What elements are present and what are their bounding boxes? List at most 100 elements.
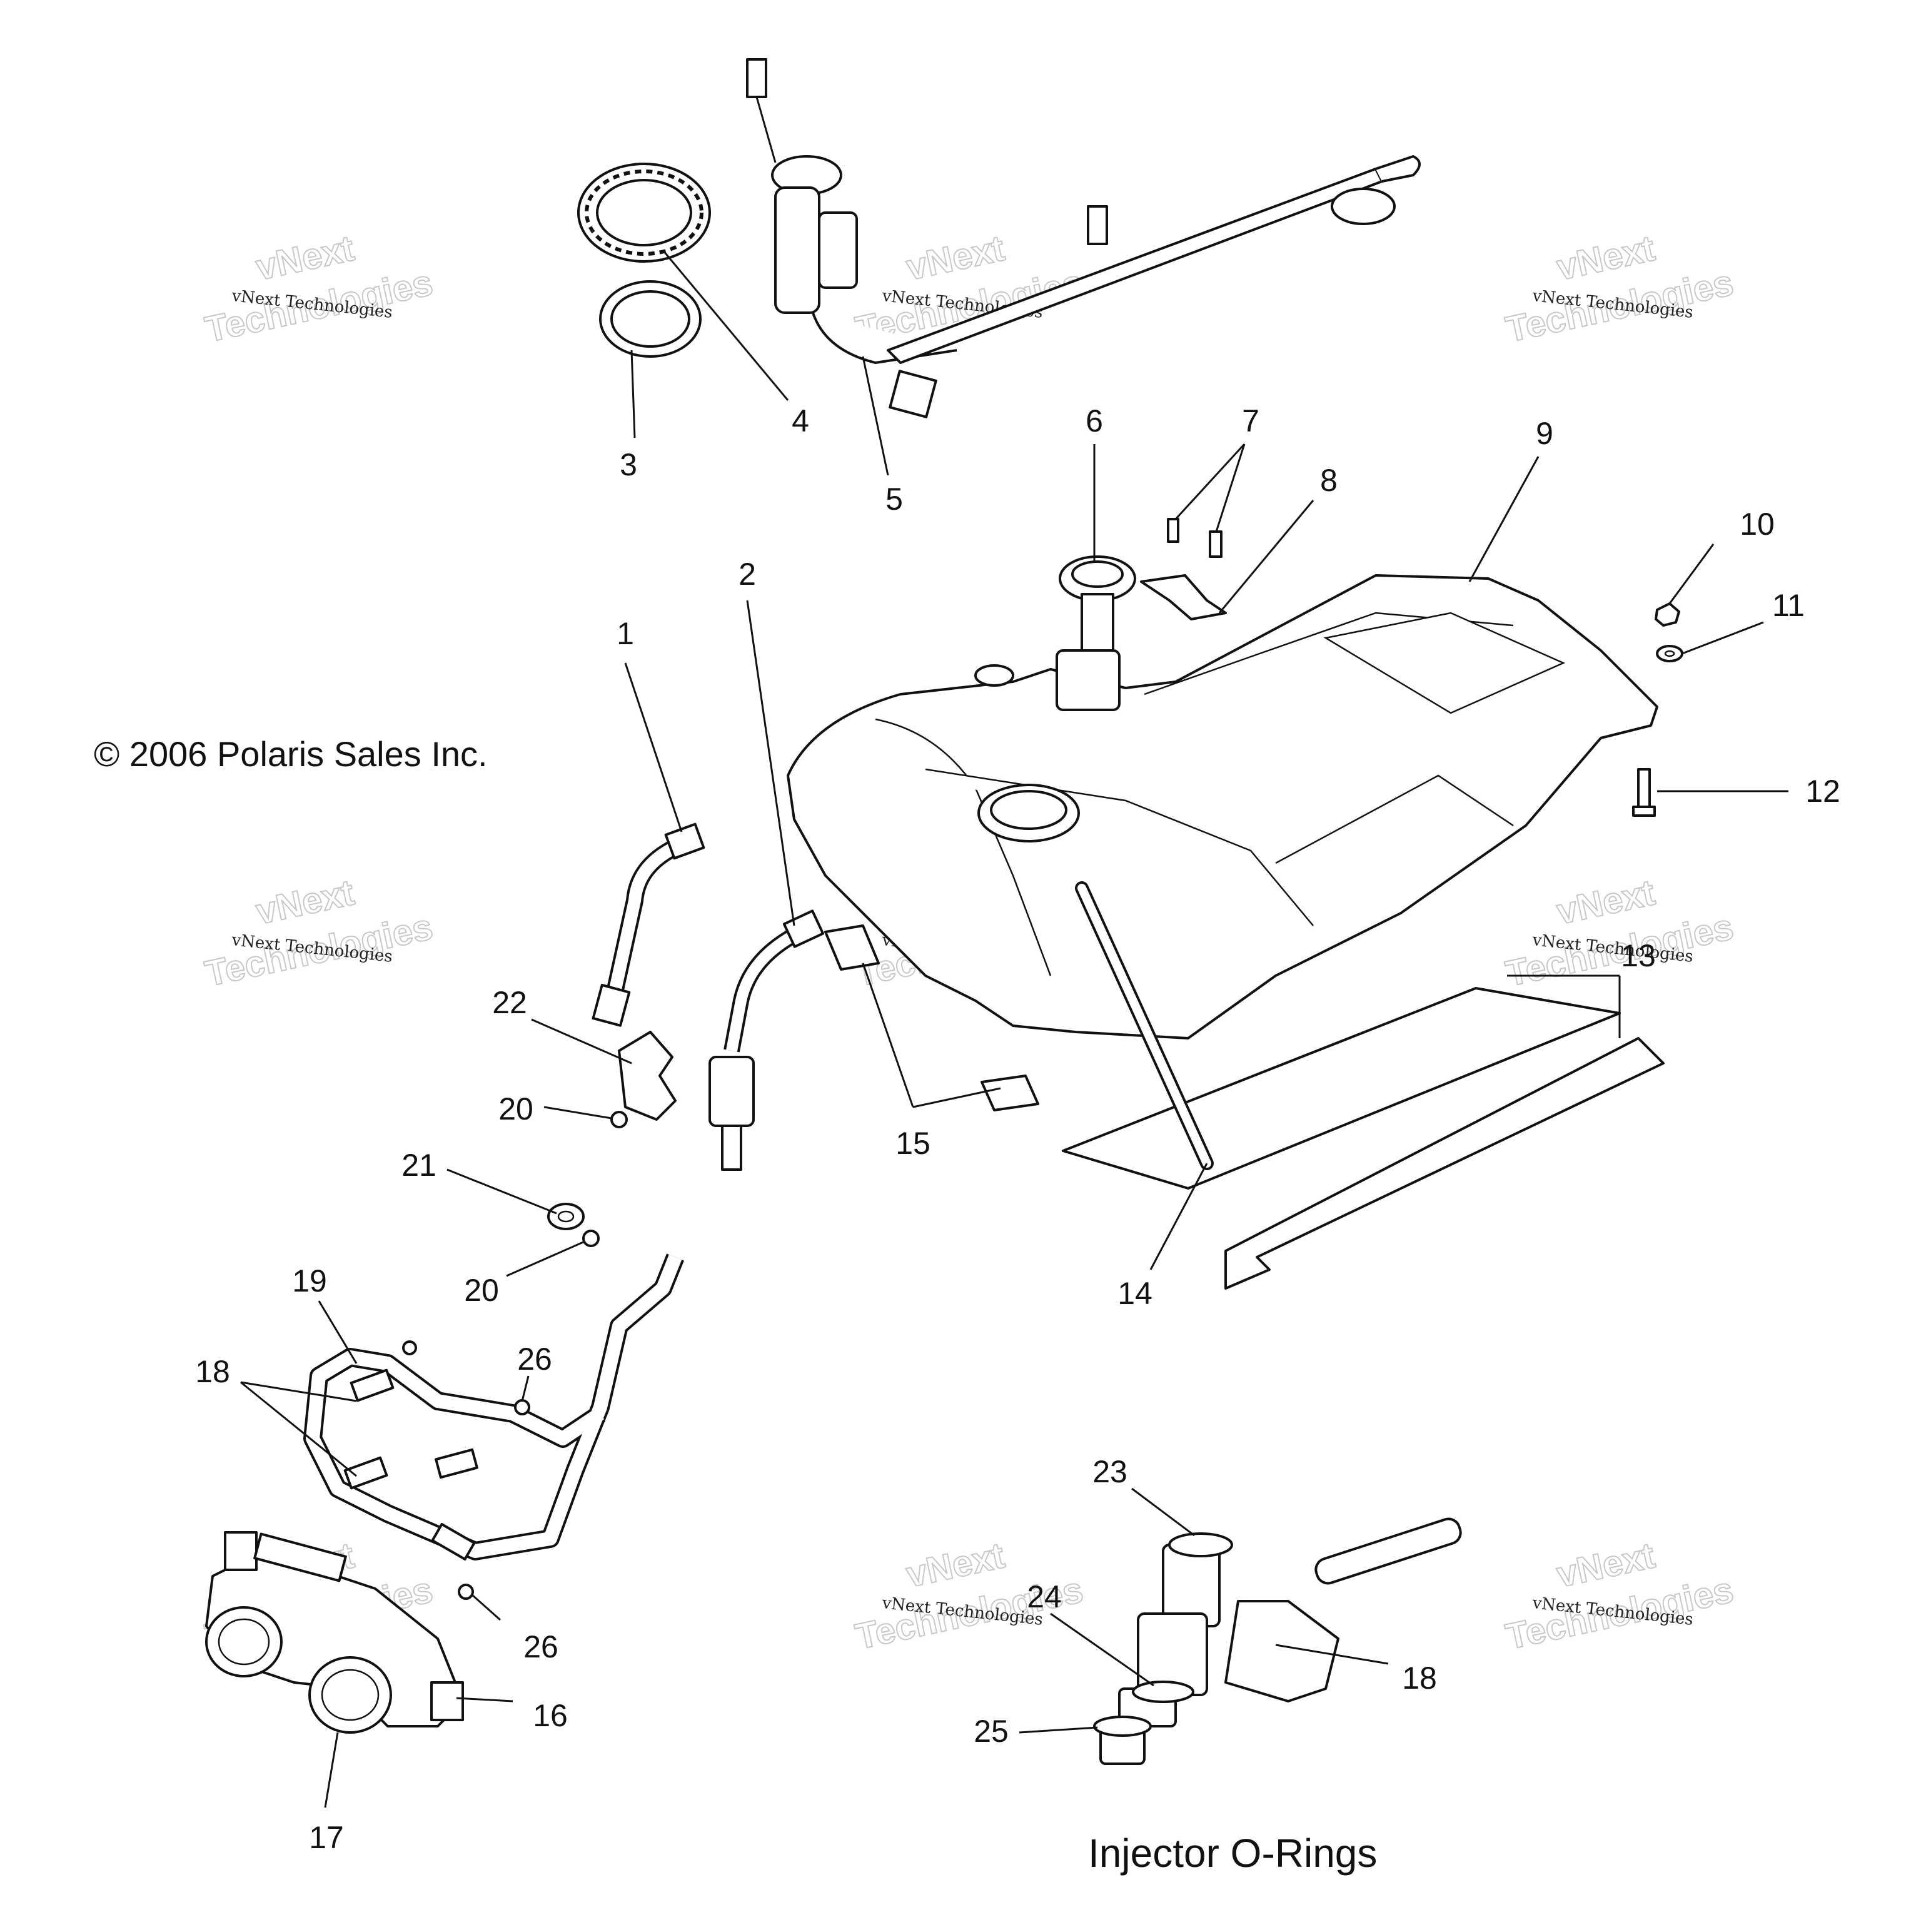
foam-blocks-15 — [824, 924, 1039, 1111]
callout-25: 25 — [974, 1714, 1009, 1749]
leader-18b — [240, 1381, 357, 1477]
leader-20b — [506, 1240, 585, 1277]
leader-9 — [1468, 456, 1540, 582]
leader-7b — [1215, 443, 1246, 532]
leader-24 — [1050, 1612, 1154, 1687]
callout-18-detail: 18 — [1402, 1661, 1437, 1696]
leader-17 — [324, 1732, 339, 1808]
callout-15: 15 — [895, 1126, 930, 1161]
watermark-9: vNext Technologies vNext Technologies — [1502, 1534, 1738, 1657]
leader-16 — [456, 1697, 513, 1702]
callout-8: 8 — [1320, 463, 1338, 498]
injector-detail — [1099, 1517, 1462, 1765]
callout-18-rail: 18 — [195, 1354, 230, 1389]
leader-4 — [662, 250, 789, 401]
leader-14 — [1149, 1163, 1208, 1270]
nut-10 — [1655, 602, 1680, 627]
bracket-22 — [618, 1031, 677, 1121]
o-ring-25 — [1093, 1716, 1152, 1737]
copyright-notice: © 2006 Polaris Sales Inc. — [94, 734, 488, 774]
leader-15a — [862, 963, 914, 1108]
leader-18c — [1275, 1644, 1389, 1665]
leader-11 — [1682, 621, 1764, 655]
leader-2 — [746, 600, 795, 926]
screws-20 — [582, 1111, 628, 1247]
svg-text:vNext: vNext — [1553, 872, 1658, 932]
fuel-rail-hose-19 — [303, 1253, 684, 1560]
svg-text:vNext: vNext — [1553, 1535, 1658, 1595]
leader-5 — [862, 356, 889, 476]
leader-21 — [446, 1168, 557, 1215]
callout-2: 2 — [739, 557, 756, 592]
fuel-cap-6 — [1059, 555, 1136, 658]
callout-17: 17 — [309, 1820, 344, 1855]
leader-19 — [318, 1300, 358, 1364]
fuel-line-1 — [592, 822, 705, 1027]
leader-10 — [1668, 544, 1715, 604]
callout-1: 1 — [617, 616, 634, 651]
detail-caption: Injector O-Rings — [1088, 1831, 1377, 1876]
callout-12: 12 — [1805, 774, 1840, 809]
callout-24: 24 — [1027, 1579, 1062, 1614]
fuel-filter-line-2 — [708, 909, 825, 1171]
leader-15b — [912, 1087, 1001, 1108]
leader-26b — [471, 1594, 501, 1621]
leader-lines — [240, 250, 1788, 1808]
svg-text:vNext: vNext — [253, 872, 358, 932]
watermark-3: vNext Technologies vNext Technologies — [1502, 227, 1738, 350]
leader-3 — [630, 350, 636, 438]
callout-9: 9 — [1536, 416, 1553, 451]
fuel-injectors-18 — [343, 1368, 478, 1560]
o-ring-24 — [1132, 1681, 1194, 1703]
vent-hose-14 — [1075, 881, 1214, 1170]
pump-gasket-3 — [599, 280, 702, 358]
callout-23: 23 — [1092, 1454, 1127, 1489]
bolt-12 — [1632, 768, 1656, 817]
callout-13: 13 — [1621, 938, 1656, 973]
callout-26-lower: 26 — [523, 1629, 558, 1664]
throttle-bore-17 — [205, 1606, 392, 1734]
washer-11 — [1656, 645, 1683, 662]
callout-16: 16 — [533, 1698, 568, 1733]
callout-10: 10 — [1740, 507, 1775, 542]
watermark-4: vNext Technologies vNext Technologies — [201, 871, 437, 994]
callout-11: 11 — [1772, 588, 1805, 623]
svg-text:vNext: vNext — [903, 1535, 1008, 1595]
callout-20-upper: 20 — [498, 1091, 533, 1126]
svg-text:vNext: vNext — [253, 228, 358, 288]
svg-text:vNext: vNext — [1553, 228, 1658, 288]
callout-7: 7 — [1242, 403, 1259, 438]
callout-22: 22 — [492, 985, 527, 1020]
leader-26a — [521, 1375, 530, 1402]
callout-4: 4 — [792, 403, 809, 438]
svg-text:vNext: vNext — [903, 228, 1008, 288]
watermark-1: vNext Technologies vNext Technologies — [201, 227, 437, 350]
callout-26-upper: 26 — [517, 1342, 552, 1377]
bracket-8 — [1140, 574, 1227, 620]
callout-21: 21 — [401, 1148, 436, 1183]
callout-3: 3 — [620, 447, 637, 482]
o-ring-23 — [1168, 1532, 1233, 1557]
leader-8 — [1218, 500, 1314, 614]
callout-6: 6 — [1086, 403, 1103, 438]
leader-7a — [1174, 443, 1246, 520]
screws-7 — [1167, 518, 1223, 558]
leader-22 — [531, 1018, 632, 1065]
lock-ring-4 — [577, 163, 711, 263]
leader-18a — [240, 1381, 357, 1402]
callout-20-lower: 20 — [464, 1273, 499, 1308]
leader-23 — [1131, 1487, 1195, 1537]
callout-labels: 1 2 3 4 5 6 7 8 9 10 11 12 13 14 15 16 1… — [195, 403, 1840, 1855]
screws-26 — [402, 1340, 530, 1600]
callout-19: 19 — [292, 1263, 327, 1298]
callout-14: 14 — [1117, 1276, 1152, 1311]
clamp-21 — [547, 1203, 585, 1230]
fuel-pump-assembly-5 — [746, 58, 1421, 418]
fuel-tank-9 — [787, 574, 1658, 1039]
leader-25 — [1019, 1726, 1098, 1734]
leader-1 — [624, 662, 683, 832]
leader-20a — [543, 1106, 612, 1120]
callout-5: 5 — [885, 482, 903, 517]
